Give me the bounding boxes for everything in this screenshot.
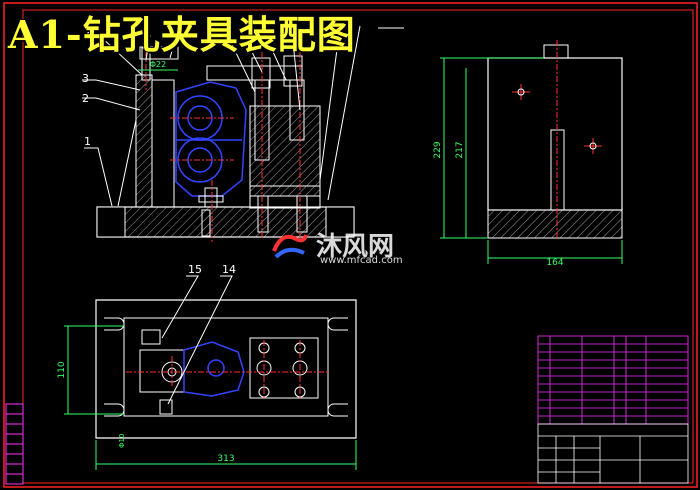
watermark-brand: 沐风网 [316,232,395,262]
watermark-url: www.mfcad.com [320,255,403,266]
front-view: Φ22 1 2 3 4 [82,25,404,242]
drawing-border [3,2,698,488]
callout-4: 4 [84,30,91,43]
watermark: 沐风网 www.mfcad.com [270,226,403,266]
side-body [487,57,623,211]
support-column [135,74,153,208]
svg-text:Φ10: Φ10 [118,434,126,448]
inner-border [22,9,694,484]
dimension-313: 313 [217,454,234,464]
callout-2: 2 [82,92,89,105]
drawing-title: A1-钻孔夹具装配图 [8,12,356,57]
drill-plate [139,46,179,60]
dimension-110: 110 [57,361,67,378]
callout-1: 1 [84,135,91,148]
callout-15: 15 [188,263,202,276]
dimension-164: 164 [546,258,563,268]
top-workpiece [183,341,245,397]
title-block [537,423,689,484]
revision-strip [5,403,24,485]
callout-3: 3 [82,72,89,85]
clamp-block [249,105,321,197]
top-view: 110 313 Φ10 15 14 [57,263,357,470]
side-view: 229 217 164 [433,40,623,268]
dimension-217: 217 [455,141,465,158]
workpiece [175,81,247,197]
top-base [95,299,357,439]
dimension-229: 229 [433,141,443,158]
callout-14: 14 [222,263,236,276]
dimension-dia22: Φ22 [150,60,166,69]
parts-list [537,335,689,425]
watermark-logo-icon [272,233,308,258]
